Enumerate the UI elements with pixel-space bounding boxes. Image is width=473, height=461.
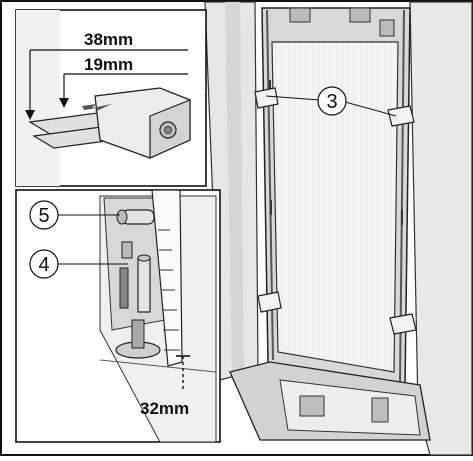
- callout-4: 4: [29, 249, 59, 279]
- inset-foot-detail: 32mm: [15, 189, 221, 443]
- callout-3-number: 3: [326, 91, 337, 113]
- measuring-ruler: [151, 189, 183, 367]
- inset-bracket-detail: 38mm 19mm: [15, 9, 207, 187]
- bracket-bottom-right: [389, 313, 417, 335]
- dimension-19mm-label: 19mm: [84, 55, 133, 74]
- callout-3: 3: [317, 86, 347, 116]
- right-cabinet-panel: [409, 1, 473, 456]
- callout-5: 5: [29, 200, 59, 230]
- bracket-top-left: [254, 87, 279, 109]
- door-panel: [261, 7, 411, 386]
- callout-3-leader-right: [344, 101, 397, 117]
- callout-3-leader-left: [265, 95, 321, 101]
- dimension-38mm-label: 38mm: [84, 30, 133, 49]
- plinth: [229, 361, 431, 441]
- dimension-32mm-label: 32mm: [140, 399, 189, 418]
- callout-5-number: 5: [38, 205, 49, 227]
- bracket-bottom-left: [257, 291, 282, 313]
- bracket-top-right: [387, 105, 415, 127]
- callout-4-number: 4: [38, 254, 49, 276]
